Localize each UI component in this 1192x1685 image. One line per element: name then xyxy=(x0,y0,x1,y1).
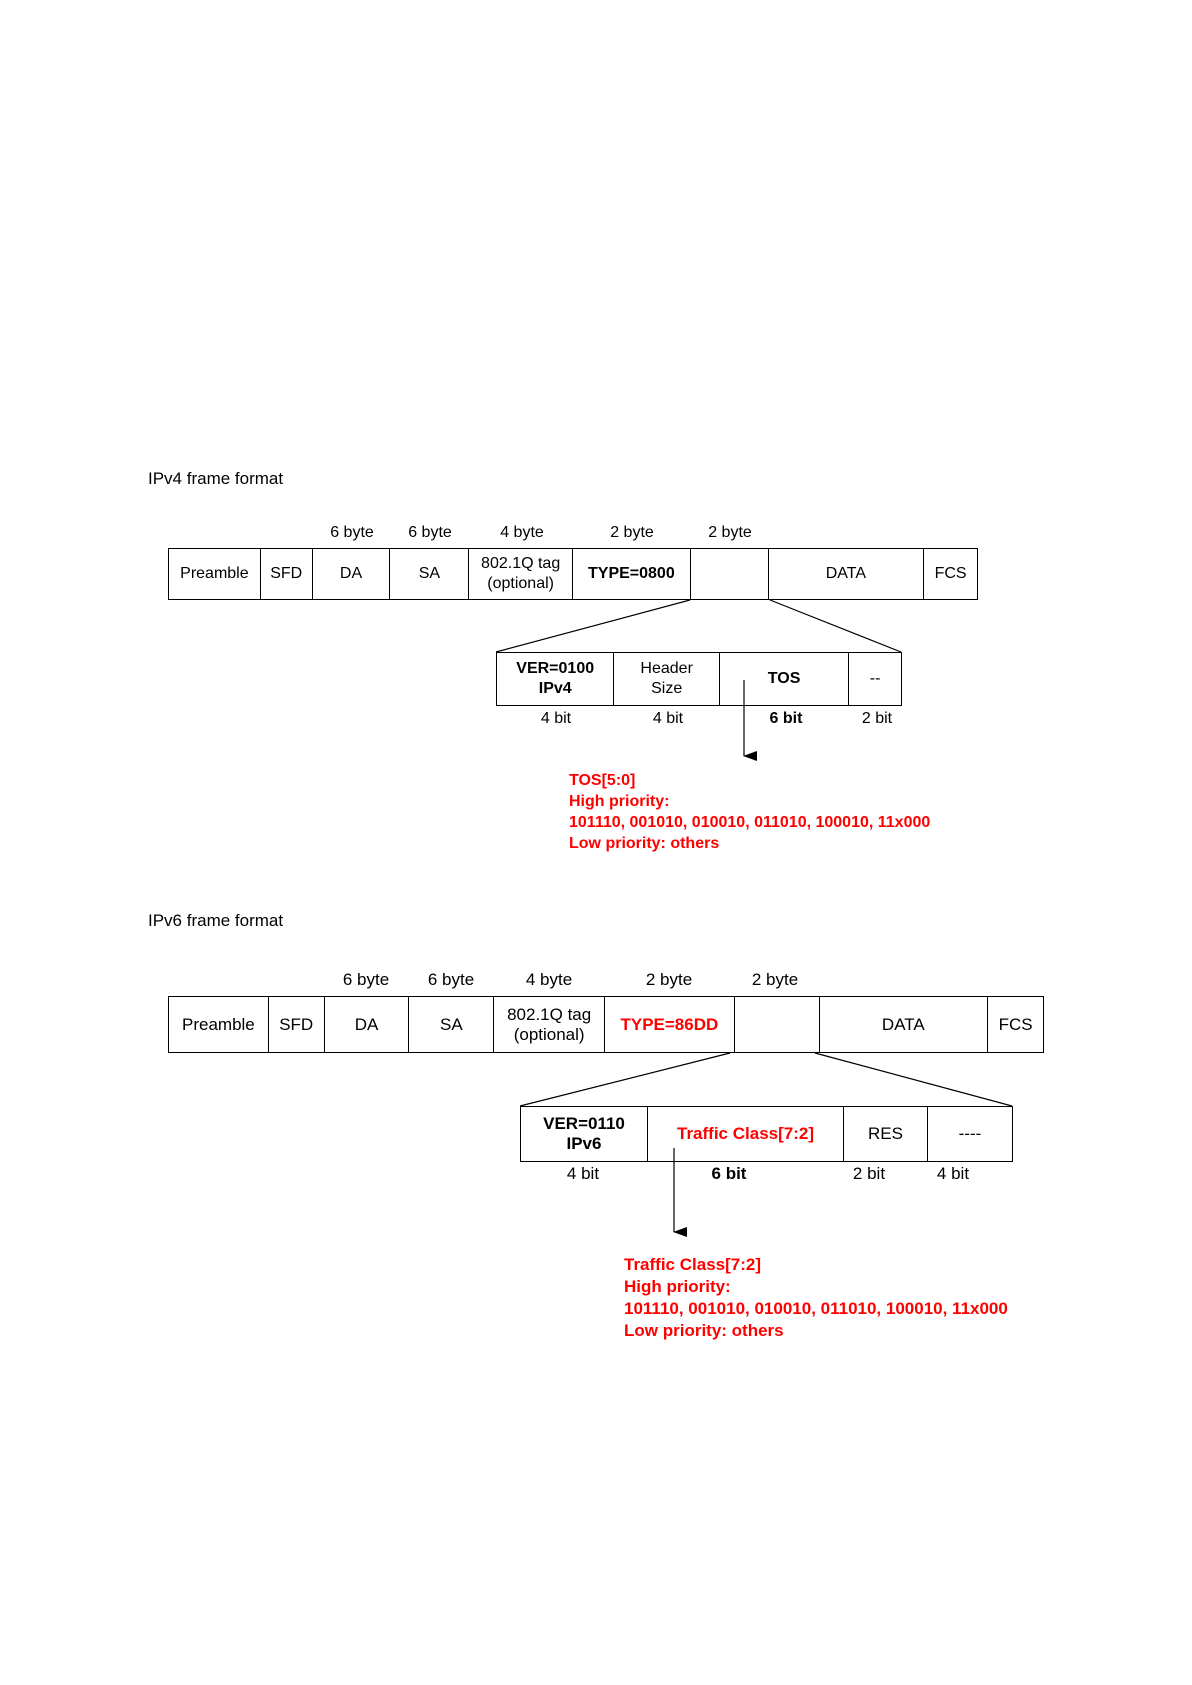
field-text-2: Size xyxy=(651,680,683,697)
field-text: Traffic Class[7:2] xyxy=(677,1124,814,1143)
note-line: 101110, 001010, 010010, 011010, 100010, … xyxy=(569,814,931,831)
field-text: Preamble xyxy=(180,565,249,582)
field-text: -- xyxy=(869,670,881,687)
ipv4-field-type: TYPE=0800 xyxy=(573,549,691,599)
field-text-2: IPv6 xyxy=(566,1134,602,1153)
field-text: VER=0110 xyxy=(543,1114,625,1133)
ipv4-frame: Preamble SFD DA SA 802.1Q tag (optional)… xyxy=(168,548,978,600)
field-text: DATA xyxy=(881,1014,925,1034)
ipv4-size-sub: 2 byte xyxy=(708,524,752,541)
ipv4-field-data: DATA xyxy=(769,549,925,599)
field-text: FCS xyxy=(998,1014,1033,1034)
ipv6-size-tag: 4 byte xyxy=(525,970,573,989)
ipv6-field-sfd: SFD xyxy=(269,997,325,1052)
ipv4-sub-version: VER=0100 IPv4 xyxy=(497,653,615,705)
field-text: SA xyxy=(418,565,441,582)
field-text: TYPE=86DD xyxy=(620,1014,719,1034)
ipv4-bit-tos: 6 bit xyxy=(769,710,803,727)
field-text: SA xyxy=(440,1014,463,1034)
ipv4-field-preamble: Preamble xyxy=(169,549,261,599)
note-line: High priority: xyxy=(569,793,670,810)
ipv4-field-ip-header xyxy=(691,549,769,599)
field-text: DA xyxy=(354,1014,379,1034)
note-line: Low priority: others xyxy=(569,835,720,852)
ipv6-field-ip-header xyxy=(735,997,820,1052)
ipv6-field-type: TYPE=86DD xyxy=(605,997,735,1052)
ipv6-field-sa: SA xyxy=(409,997,495,1052)
ipv4-size-da: 6 byte xyxy=(330,524,374,541)
ipv4-bit-header-size: 4 bit xyxy=(652,710,684,727)
ipv4-size-type: 2 byte xyxy=(610,524,654,541)
field-text: SFD xyxy=(270,565,303,582)
field-text: DA xyxy=(339,565,363,582)
ipv4-field-sfd: SFD xyxy=(261,549,313,599)
ipv6-size-type: 2 byte xyxy=(645,970,693,989)
field-text: SFD xyxy=(279,1014,314,1034)
ipv6-expand-right-line xyxy=(814,1052,1013,1107)
ipv4-sub-rest: -- xyxy=(849,653,901,705)
ipv4-tos-note: TOS[5:0] High priority: 101110, 001010, … xyxy=(569,770,930,854)
ipv4-section-title: IPv4 frame format xyxy=(148,469,284,488)
ipv6-sub-res: RES xyxy=(844,1107,928,1161)
note-line: Traffic Class[7:2] xyxy=(624,1255,761,1274)
ipv6-bit-rest: 4 bit xyxy=(936,1164,970,1183)
field-text: TYPE=0800 xyxy=(588,565,675,582)
ipv6-field-fcs: FCS xyxy=(988,997,1043,1052)
ipv4-expand-left-line xyxy=(495,599,691,653)
ipv4-field-8021q: 802.1Q tag (optional) xyxy=(469,549,574,599)
ipv4-sub-tos: TOS xyxy=(720,653,850,705)
field-text: VER=0100 xyxy=(516,660,595,677)
ipv6-header-detail: VER=0110 IPv6 Traffic Class[7:2] RES ---… xyxy=(520,1106,1013,1162)
ipv6-traffic-class-note: Traffic Class[7:2] High priority: 101110… xyxy=(624,1254,1008,1342)
field-text: ---- xyxy=(958,1124,982,1143)
ipv4-field-da: DA xyxy=(313,549,391,599)
field-text-2: IPv4 xyxy=(538,680,572,697)
ipv6-field-da: DA xyxy=(325,997,410,1052)
ipv6-expand-left-line xyxy=(519,1052,731,1107)
ipv6-size-sa: 6 byte xyxy=(427,970,475,989)
field-text: 802.1Q tag xyxy=(481,555,561,572)
ipv6-size-sub: 2 byte xyxy=(751,970,799,989)
ipv4-size-sa: 6 byte xyxy=(408,524,452,541)
field-text-2: (optional) xyxy=(487,575,554,592)
ipv4-field-sa: SA xyxy=(390,549,470,599)
ipv4-field-fcs: FCS xyxy=(924,549,977,599)
field-text: RES xyxy=(868,1124,903,1143)
ipv4-size-tag: 4 byte xyxy=(500,524,544,541)
field-text: DATA xyxy=(825,565,866,582)
ipv4-bit-version: 4 bit xyxy=(540,710,572,727)
ipv6-bit-version: 4 bit xyxy=(566,1164,600,1183)
field-text: Preamble xyxy=(182,1014,255,1034)
ipv6-bit-traffic-class: 6 bit xyxy=(711,1164,747,1183)
note-line: High priority: xyxy=(624,1277,731,1296)
ipv6-field-8021q: 802.1Q tag (optional) xyxy=(494,997,606,1052)
field-text: 802.1Q tag xyxy=(507,1004,592,1024)
ipv4-header-detail: VER=0100 IPv4 Header Size TOS -- xyxy=(496,652,902,706)
ipv4-bit-rest: 2 bit xyxy=(861,710,893,727)
note-line: Low priority: others xyxy=(624,1321,784,1340)
field-text: Header xyxy=(640,660,693,677)
ipv6-sub-version: VER=0110 IPv6 xyxy=(521,1107,648,1161)
field-text: FCS xyxy=(934,565,967,582)
ipv6-field-data: DATA xyxy=(820,997,989,1052)
ipv6-frame: Preamble SFD DA SA 802.1Q tag (optional)… xyxy=(168,996,1044,1053)
ipv6-sub-traffic-class: Traffic Class[7:2] xyxy=(648,1107,844,1161)
ipv6-sub-rest: ---- xyxy=(928,1107,1012,1161)
note-line: TOS[5:0] xyxy=(569,772,636,789)
ipv4-sub-header-size: Header Size xyxy=(614,653,720,705)
ipv4-expand-right-line xyxy=(769,599,902,653)
field-text-2: (optional) xyxy=(513,1024,585,1044)
ipv6-bit-res: 2 bit xyxy=(852,1164,886,1183)
note-line: 101110, 001010, 010010, 011010, 100010, … xyxy=(624,1299,1008,1318)
field-text: TOS xyxy=(767,670,801,687)
ipv6-size-da: 6 byte xyxy=(342,970,390,989)
ipv6-field-preamble: Preamble xyxy=(169,997,269,1052)
ipv6-section-title: IPv6 frame format xyxy=(148,911,284,930)
